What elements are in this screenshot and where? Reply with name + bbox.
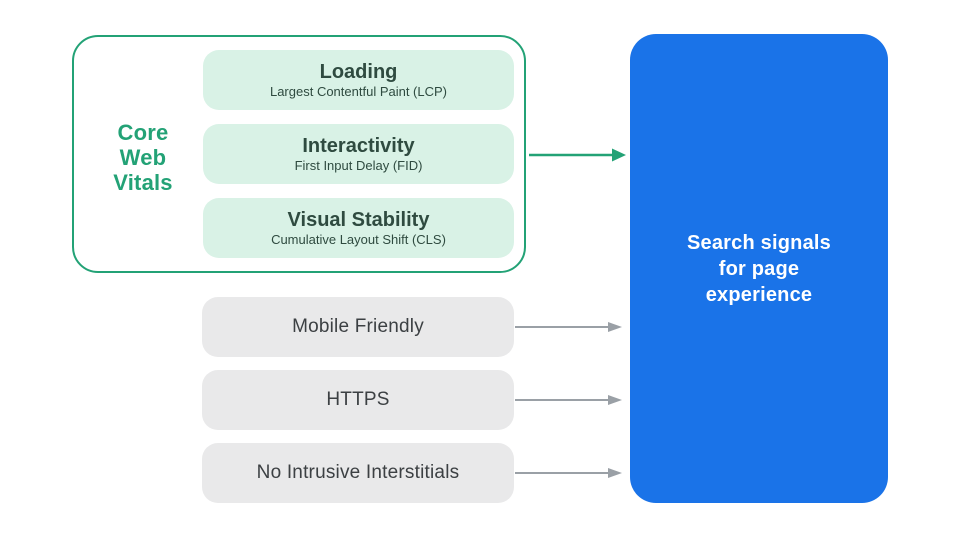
- arrow-mobile-friendly-icon: [515, 322, 622, 332]
- signal-box-mobile-friendly: Mobile Friendly: [202, 297, 514, 357]
- signal-box-no-intrusive-interstitials: No Intrusive Interstitials: [202, 443, 514, 503]
- vital-subtitle-fid: First Input Delay (FID): [294, 157, 423, 173]
- arrow-https-icon: [515, 395, 622, 405]
- search-signals-label: Search signals for page experience: [687, 231, 831, 306]
- signal-label-mobile-friendly: Mobile Friendly: [292, 316, 424, 337]
- vital-title-loading: Loading: [319, 60, 398, 83]
- core-web-vitals-group: [72, 35, 526, 273]
- vital-title-interactivity: Interactivity: [302, 134, 415, 157]
- vital-subtitle-cls: Cumulative Layout Shift (CLS): [271, 231, 446, 247]
- vital-title-visual-stability: Visual Stability: [287, 208, 430, 231]
- vital-box-loading: Loading Largest Contentful Paint (LCP): [203, 50, 514, 110]
- signal-label-https: HTTPS: [326, 389, 390, 410]
- core-web-vitals-label: Core Web Vitals: [113, 120, 173, 195]
- vital-box-visual-stability: Visual Stability Cumulative Layout Shift…: [203, 198, 514, 258]
- arrow-no-intrusive-interstitials-icon: [515, 468, 622, 478]
- arrow-core-web-vitals-icon: [529, 148, 626, 162]
- vital-box-interactivity: Interactivity First Input Delay (FID): [203, 124, 514, 184]
- signal-box-https: HTTPS: [202, 370, 514, 430]
- search-signals-panel: Search signals for page experience: [630, 34, 888, 503]
- signal-label-no-intrusive-interstitials: No Intrusive Interstitials: [256, 462, 460, 483]
- vital-subtitle-lcp: Largest Contentful Paint (LCP): [269, 83, 448, 99]
